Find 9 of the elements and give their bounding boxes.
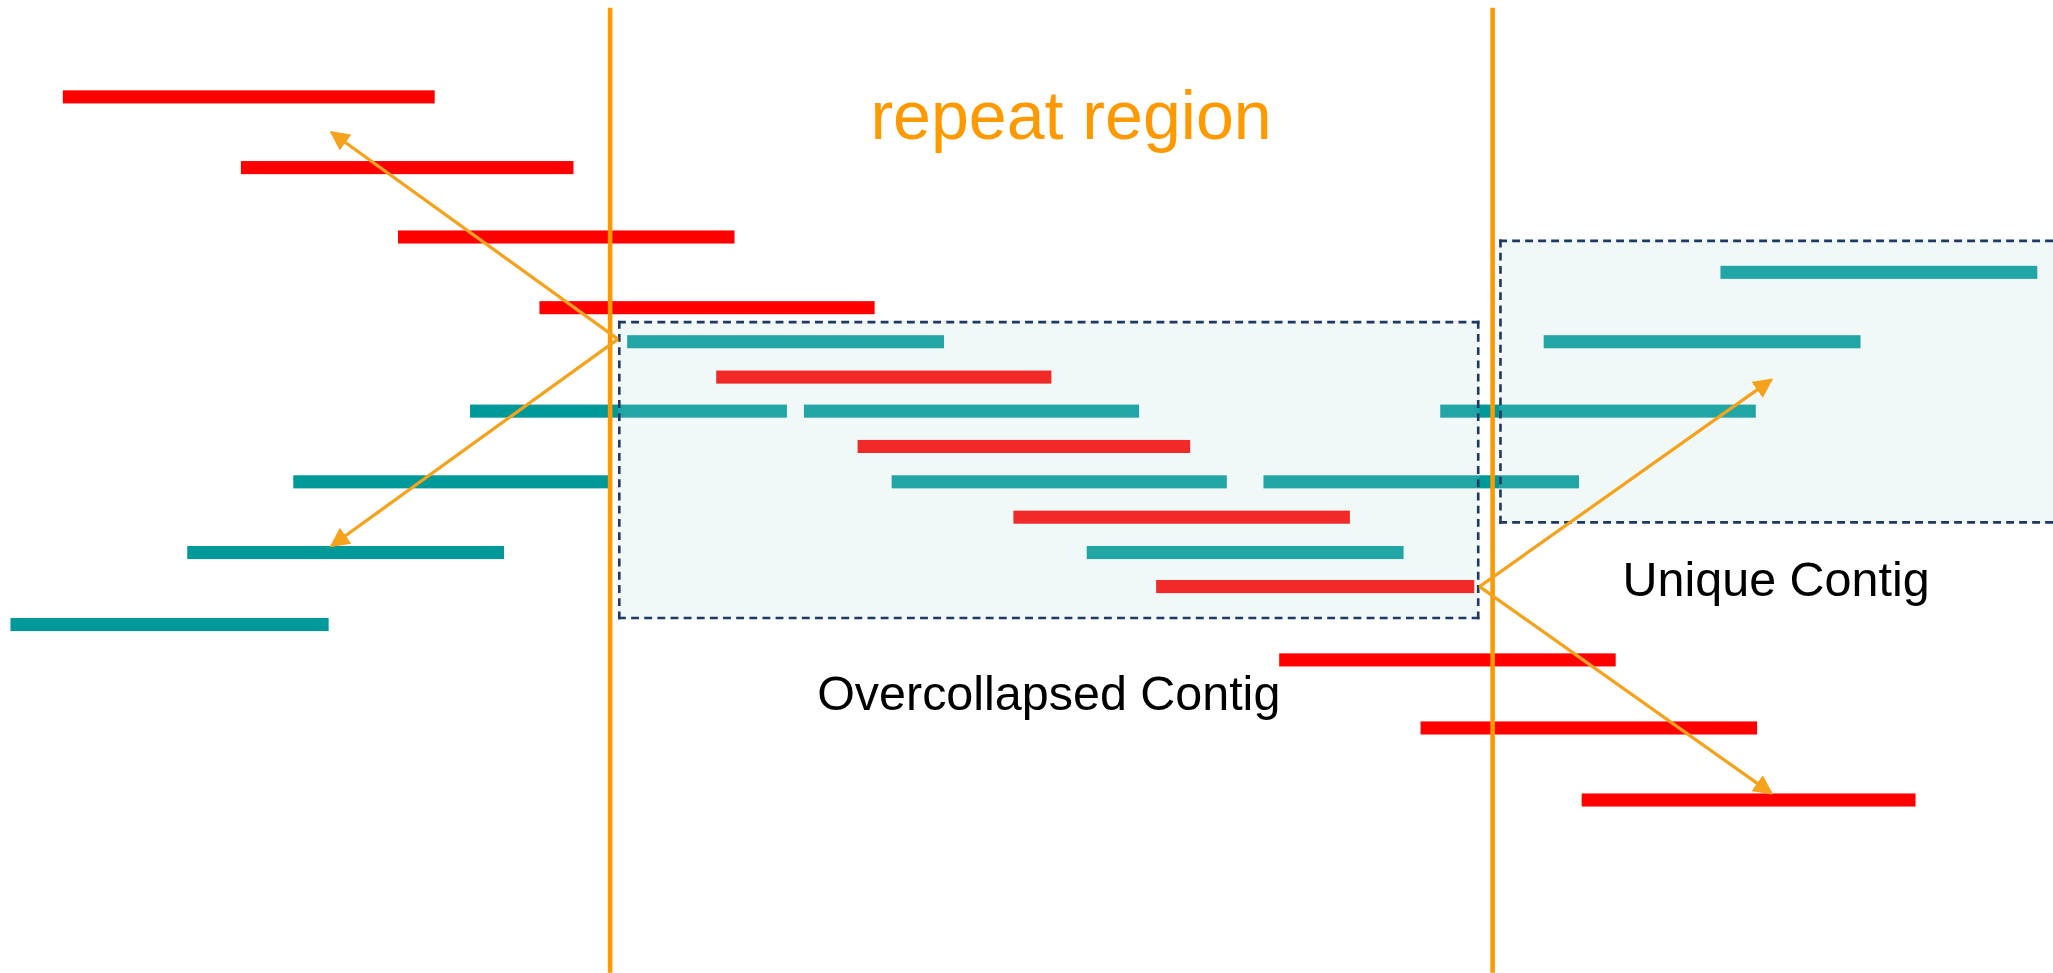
arrow: [329, 337, 619, 548]
contig-label: Unique Contig: [1622, 553, 1930, 607]
read-bar: [1581, 793, 1916, 807]
arrow: [1478, 378, 1774, 588]
region-label: repeat region: [870, 76, 1272, 155]
read-bar: [187, 546, 505, 560]
arrow: [1478, 585, 1774, 795]
arrow: [329, 130, 619, 341]
contig-label: Overcollapsed Contig: [817, 667, 1281, 721]
